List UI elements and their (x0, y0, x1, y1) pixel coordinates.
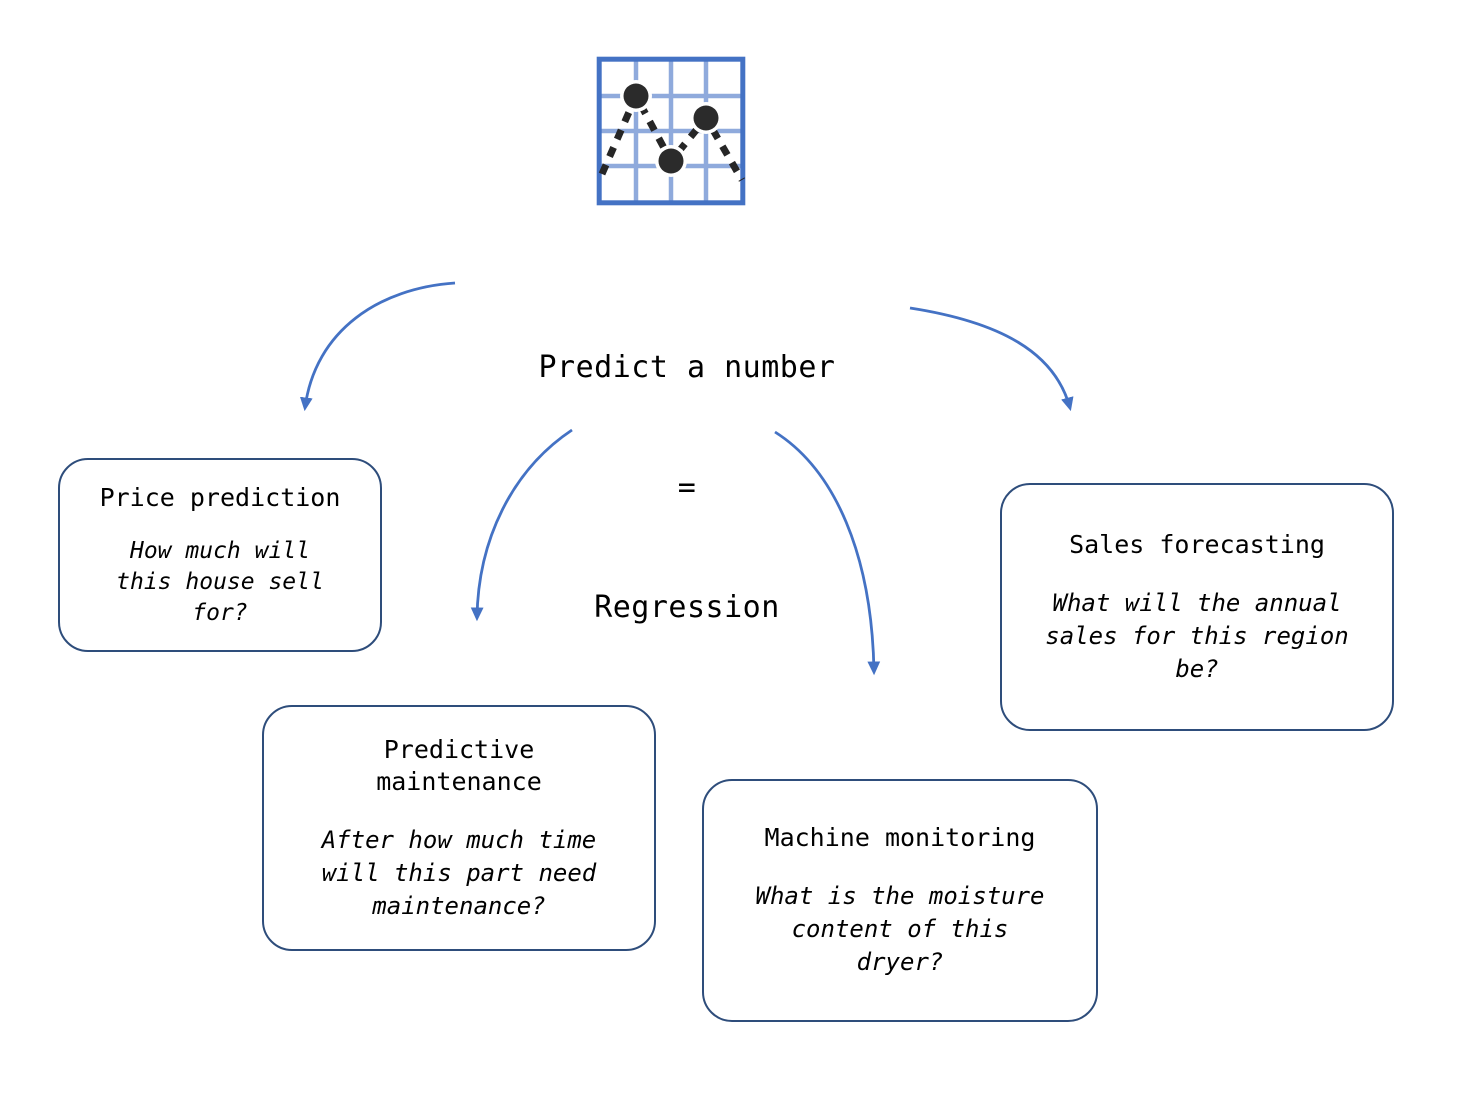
box-predictive-maintenance-question: After how much time will this part need … (321, 825, 597, 920)
center-title-line-1: Predict a number (538, 350, 836, 385)
center-title-line-2: = (677, 470, 697, 505)
box-predictive-maintenance[interactable]: Predictive maintenance After how much ti… (262, 705, 656, 951)
box-price-prediction-title: Price prediction (99, 482, 341, 512)
regression-chart-icon (596, 56, 746, 206)
arrow-to-price-prediction (299, 281, 456, 412)
box-sales-forecasting[interactable]: Sales forecasting What will the annual s… (1000, 483, 1394, 731)
box-predictive-maintenance-title: Predictive maintenance (376, 734, 542, 796)
box-price-prediction-question: How much will this house sell for? (116, 537, 324, 626)
icon-frame (596, 56, 746, 206)
center-title: Predict a number = Regression (437, 268, 937, 708)
center-title-line-3: Regression (594, 590, 780, 625)
box-sales-forecasting-question: What will the annual sales for this regi… (1045, 588, 1349, 683)
box-machine-monitoring-title: Machine monitoring (764, 823, 1036, 852)
box-price-prediction[interactable]: Price prediction How much will this hous… (58, 458, 382, 652)
icon-data-points (620, 80, 722, 177)
box-machine-monitoring-question: What is the moisture content of this dry… (755, 882, 1045, 976)
box-machine-monitoring[interactable]: Machine monitoring What is the moisture … (702, 779, 1098, 1022)
box-sales-forecasting-title: Sales forecasting (1069, 529, 1325, 559)
